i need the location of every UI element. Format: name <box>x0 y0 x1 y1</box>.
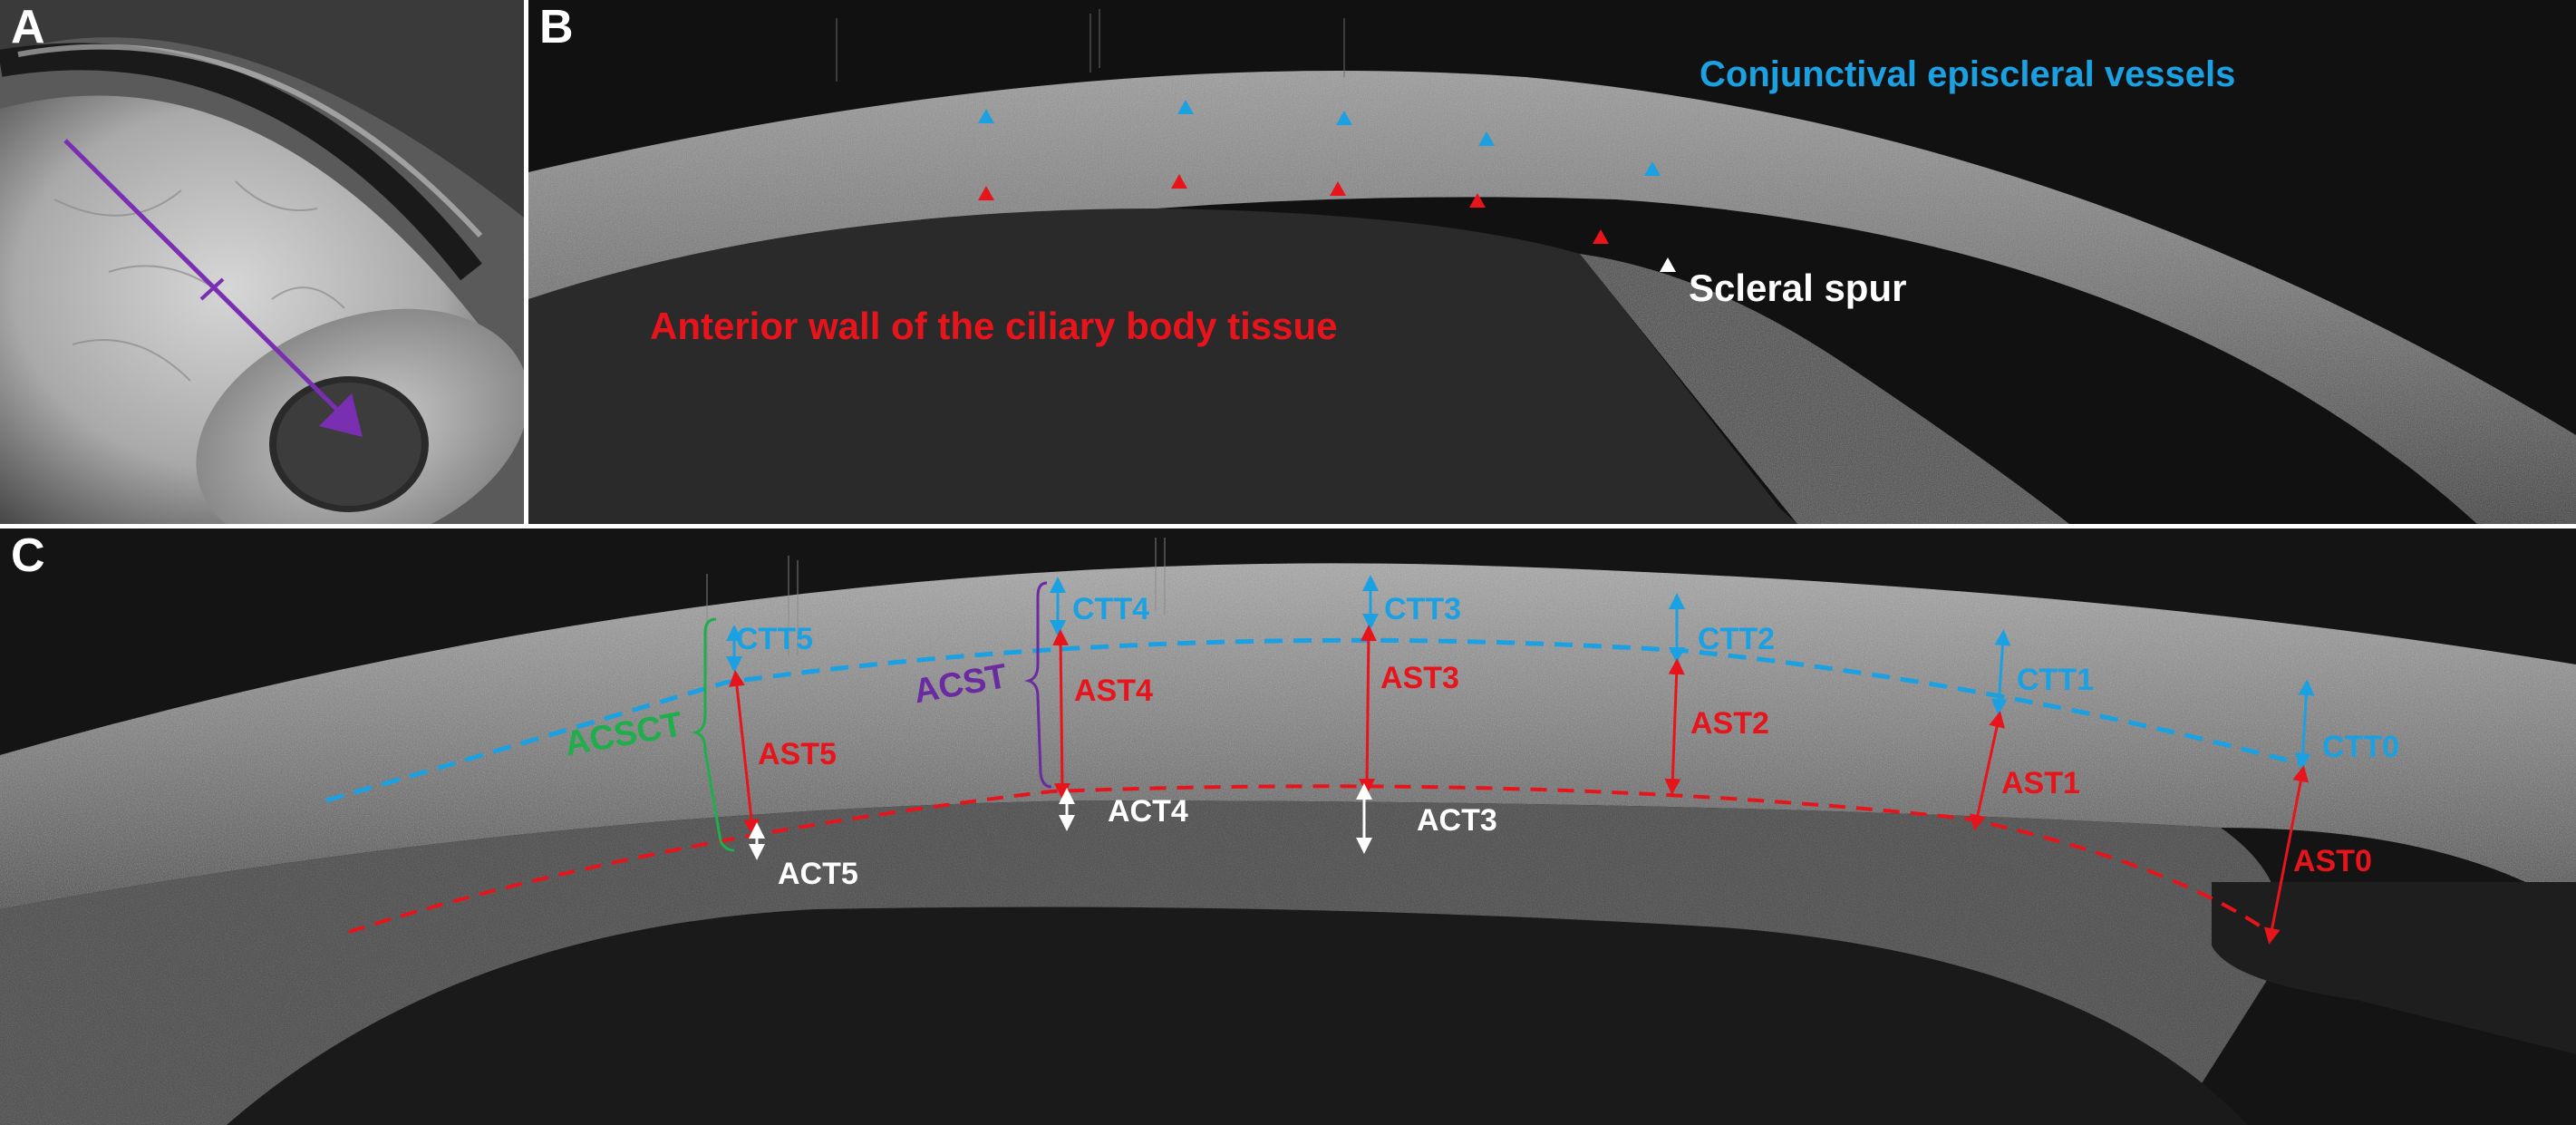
label-ctt1: CTT1 <box>2017 663 2094 697</box>
panel-letter-b: B <box>539 1 574 53</box>
label-ctt5: CTT5 <box>736 622 813 656</box>
acsct-brace <box>691 617 735 852</box>
eye-photo-svg <box>0 0 524 524</box>
label-ctt0: CTT0 <box>2322 730 2399 764</box>
label-ast2: AST2 <box>1690 706 1769 741</box>
label-act4: ACT4 <box>1108 794 1188 829</box>
label-ast4: AST4 <box>1074 674 1153 708</box>
vessel-markers <box>978 100 1661 176</box>
oct-scan-b-svg <box>528 0 2576 524</box>
label-ciliary-wall: Anterior wall of the ciliary body tissue <box>650 305 1338 347</box>
label-ast1: AST1 <box>2001 766 2080 800</box>
label-scleral-spur: Scleral spur <box>1689 267 1907 309</box>
act-arrows <box>749 783 1372 860</box>
label-conjunctival-vessels: Conjunctival episcleral vessels <box>1700 54 2236 94</box>
panel-c-oct-measurements: C CTT5 CTT4 CTT3 CTT2 CTT1 CTT0 AST5 AST… <box>0 529 2576 1125</box>
ciliary-body-dark <box>227 907 2248 1125</box>
scleral-spur-marker <box>1660 257 1676 272</box>
scan-line <box>63 139 339 412</box>
label-ctt3: CTT3 <box>1384 592 1461 626</box>
ciliary-markers <box>978 174 1609 244</box>
panel-b-oct-scan: B Conjunctival episcleral vessels Anteri… <box>528 0 2576 524</box>
label-ast0: AST0 <box>2293 844 2372 878</box>
panel-letter-a: A <box>11 1 45 53</box>
label-ast3: AST3 <box>1380 661 1459 695</box>
ciliary-body <box>528 209 1797 524</box>
label-act3: ACT3 <box>1417 803 1497 838</box>
scan-arrow-head <box>319 393 363 437</box>
oct-scan-c-svg <box>0 529 2576 1125</box>
panel-letter-c: C <box>11 529 45 582</box>
acst-brace <box>1023 581 1052 789</box>
panel-a-eye-photo: A <box>0 0 524 524</box>
label-act5: ACT5 <box>778 857 858 891</box>
label-ctt2: CTT2 <box>1698 622 1775 656</box>
red-dashed-boundary <box>348 784 2277 938</box>
ctt-arrows <box>726 575 2315 770</box>
label-ast5: AST5 <box>758 737 837 771</box>
ast-arrows <box>729 625 2310 945</box>
blue-dashed-boundary <box>325 637 2303 803</box>
label-ctt4: CTT4 <box>1072 592 1149 626</box>
